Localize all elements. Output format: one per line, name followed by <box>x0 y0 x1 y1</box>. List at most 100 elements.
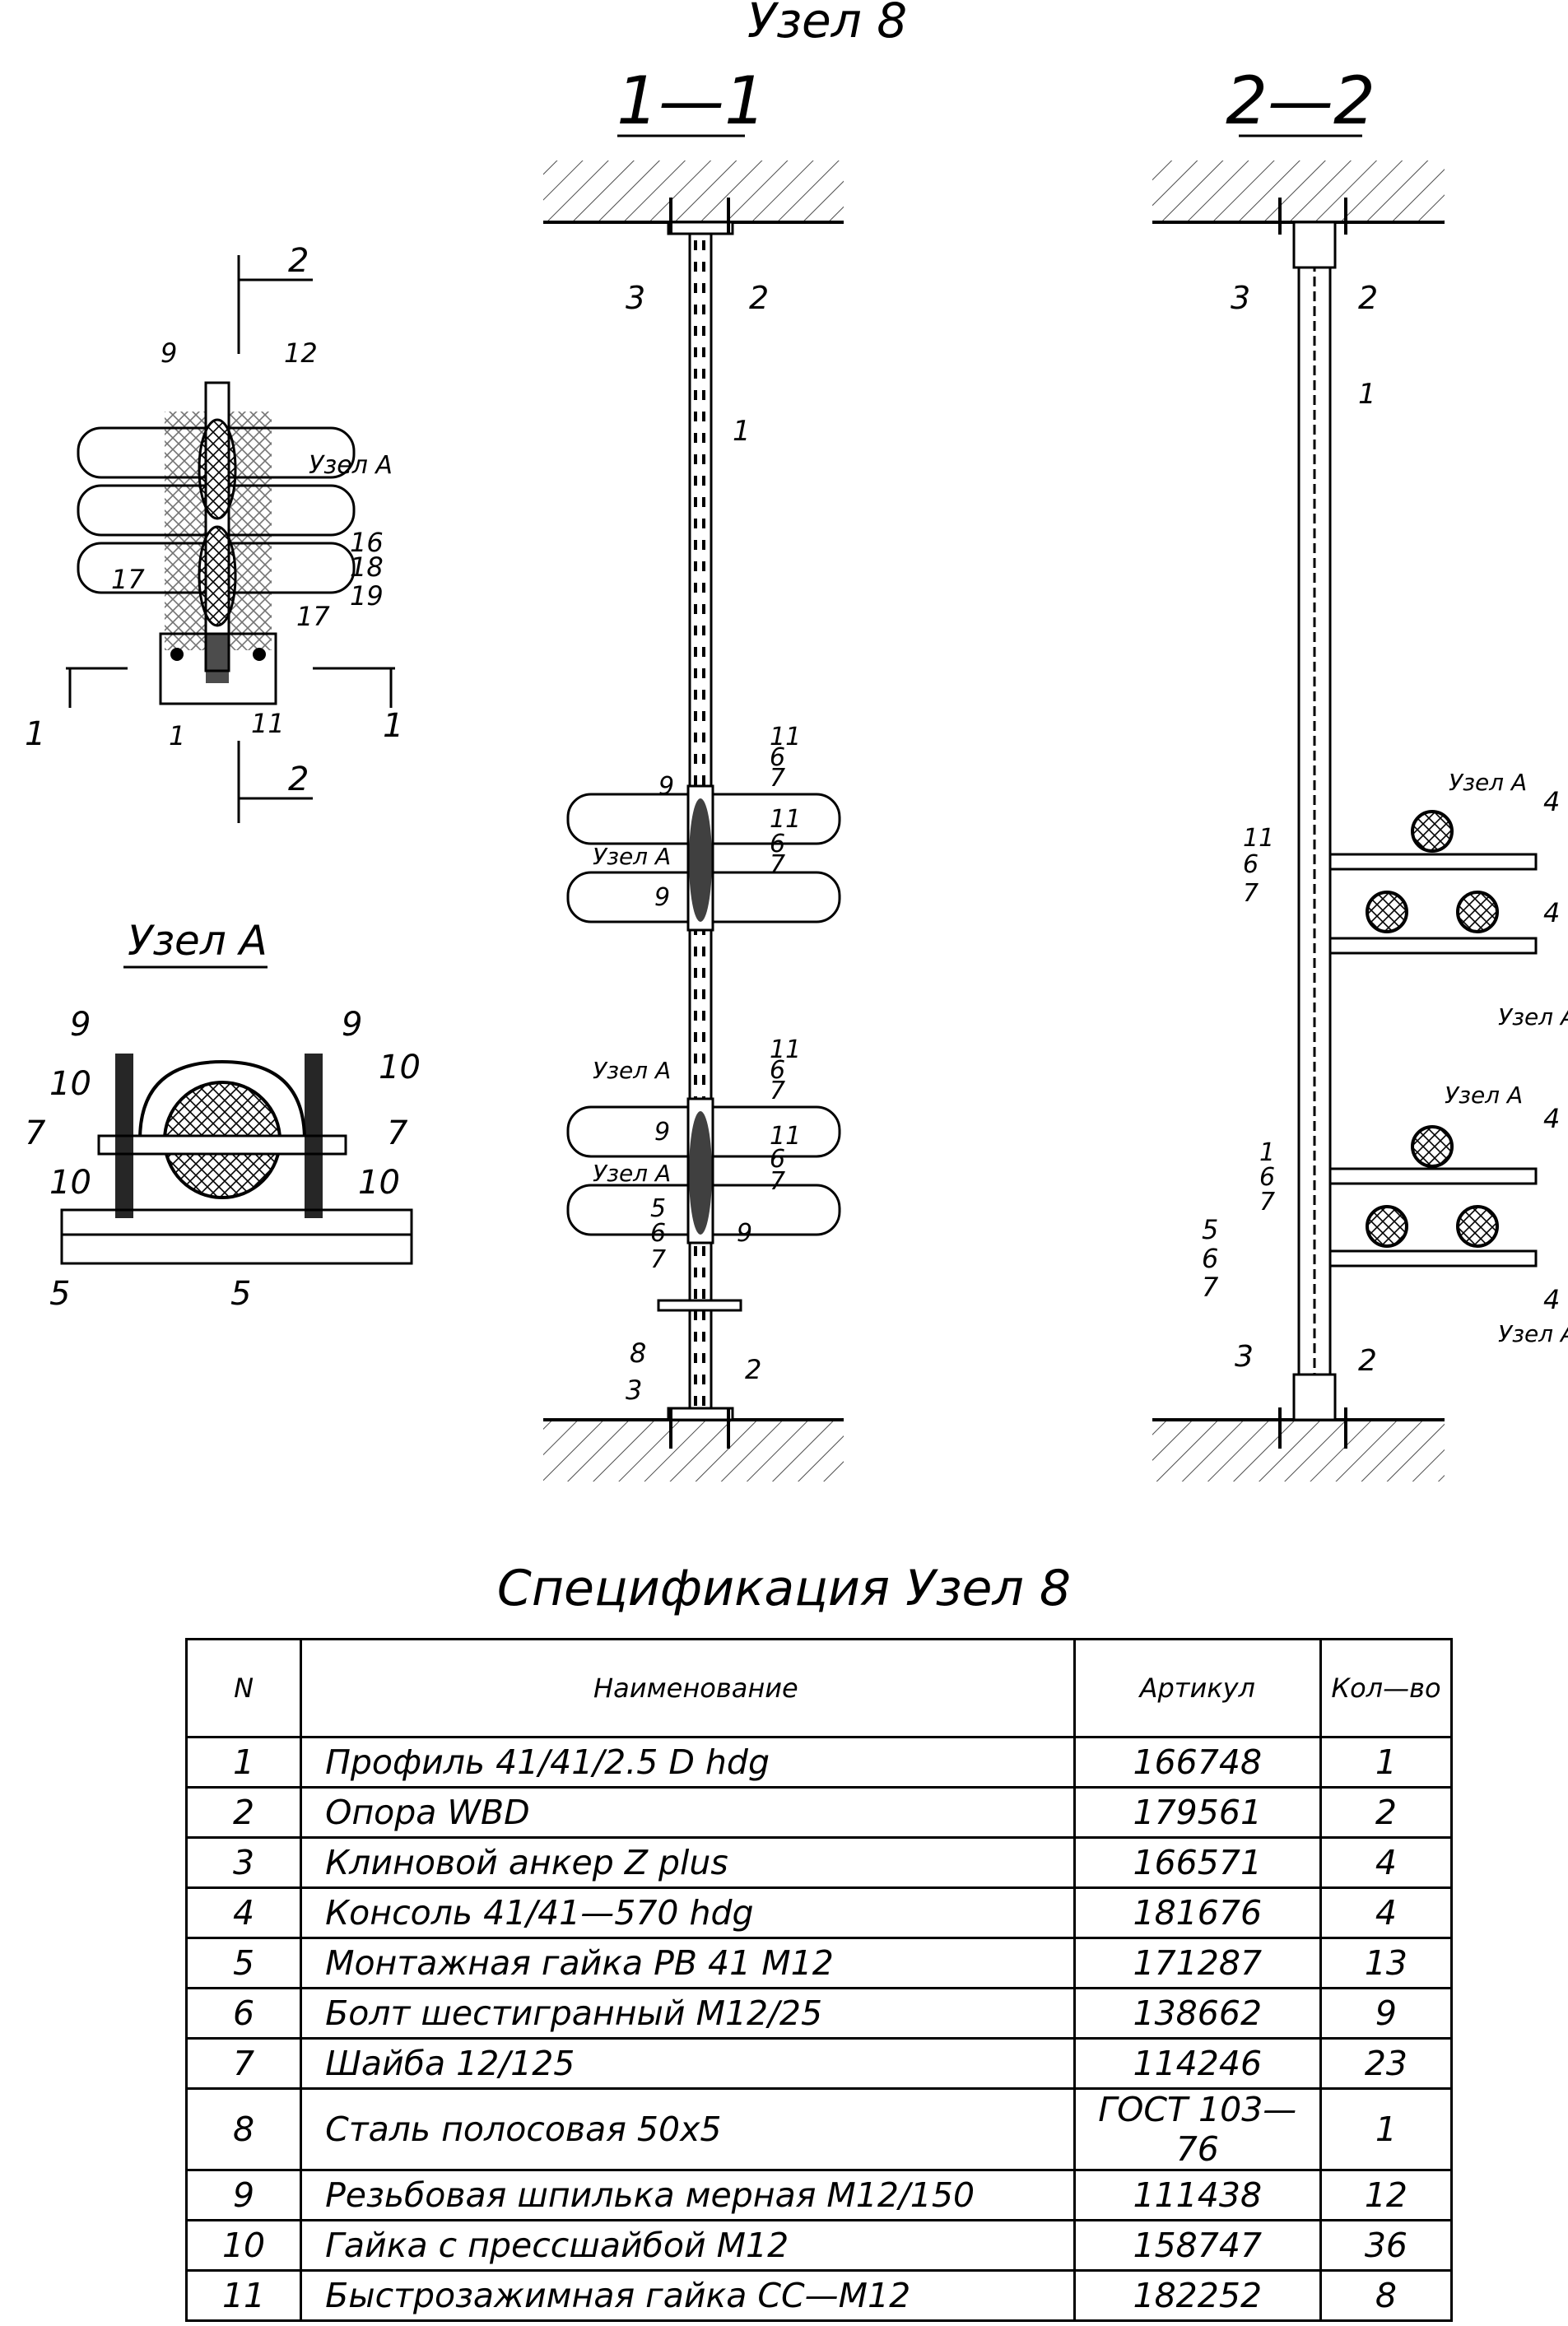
node-a-title: Узел А <box>128 917 268 965</box>
nodea-callout-9-right: 9 <box>342 1006 362 1044</box>
cell-name: Сталь полосовая 50х5 <box>300 2087 1076 2171</box>
sec1-callout-5: 5 <box>650 1194 666 1223</box>
table-row: 8 Сталь полосовая 50х5 ГОСТ 103—76 1 <box>184 2087 1454 2171</box>
cell-n: 2 <box>184 1786 303 1839</box>
plan-callout-node-a: Узел А <box>309 451 393 480</box>
sec1-callout-2-bottom: 2 <box>745 1354 761 1385</box>
sec2-callout-6-c: 6 <box>1202 1243 1218 1274</box>
sec1-callout-3-top: 3 <box>626 280 645 316</box>
section-2-view <box>1152 134 1538 1482</box>
cell-n: 3 <box>184 1836 303 1889</box>
sec1-callout-7-e: 7 <box>650 1245 666 1274</box>
sec1-callout-8: 8 <box>630 1337 646 1369</box>
sec1-callout-11-b: 11 <box>770 805 801 834</box>
nodea-callout-5-right: 5 <box>230 1275 251 1313</box>
nodea-callout-10-d: 10 <box>358 1164 400 1202</box>
sec1-callout-9-c: 9 <box>654 1118 670 1147</box>
sec1-callout-6-c: 6 <box>770 1056 785 1085</box>
table-row: 3 Клиновой анкер Z plus 166571 4 <box>184 1836 1454 1889</box>
cell-article: 166748 <box>1072 1736 1322 1789</box>
plan-callout-1-right: 1 <box>383 707 403 745</box>
cell-name: Опора WBD <box>300 1786 1076 1839</box>
sec2-callout-3-top: 3 <box>1231 280 1250 316</box>
plan-callout-11-base: 11 <box>251 708 285 739</box>
spec-header-row: N Наименование Артикул Кол—во <box>184 1638 1454 1738</box>
sec2-callout-1-b: 1 <box>1259 1138 1275 1167</box>
cell-n: 4 <box>184 1886 303 1939</box>
table-row: 1 Профиль 41/41/2.5 D hdg 166748 1 <box>184 1736 1454 1789</box>
cell-qty: 36 <box>1319 2219 1454 2272</box>
plan-callout-18: 18 <box>350 551 384 583</box>
sec2-callout-6-a: 6 <box>1243 850 1259 879</box>
page-title: Узел 8 <box>747 0 907 49</box>
sec1-callout-7-b: 7 <box>770 850 785 879</box>
sec1-callout-9-b: 9 <box>654 883 670 912</box>
cell-n: 7 <box>184 2037 303 2090</box>
nodea-callout-9-left: 9 <box>70 1006 91 1044</box>
sec1-callout-3-bottom: 3 <box>626 1375 642 1406</box>
cell-article: 111438 <box>1072 2169 1322 2221</box>
cell-article: 181676 <box>1072 1886 1322 1939</box>
table-row: 10 Гайка с прессшайбой M12 158747 36 <box>184 2219 1454 2272</box>
cell-article: 182252 <box>1072 2269 1322 2322</box>
plan-callout-9: 9 <box>161 337 177 369</box>
sec1-callout-11-d: 11 <box>770 1122 801 1151</box>
sec1-callout-1: 1 <box>733 415 751 448</box>
sec2-callout-2-bottom: 2 <box>1358 1344 1377 1378</box>
plan-view <box>66 255 395 823</box>
plan-callout-2-top: 2 <box>288 242 309 280</box>
col-qty-header: Кол—во <box>1319 1638 1454 1738</box>
plan-callout-19: 19 <box>350 580 384 612</box>
table-row: 2 Опора WBD 179561 2 <box>184 1786 1454 1839</box>
plan-callout-17-right: 17 <box>296 601 330 632</box>
cell-name: Шайба 12/125 <box>300 2037 1076 2090</box>
sec2-callout-7-c: 7 <box>1202 1272 1219 1303</box>
plan-callout-2-bottom: 2 <box>288 761 309 798</box>
cell-n: 8 <box>184 2087 303 2171</box>
sec2-callout-7-a: 7 <box>1243 879 1259 908</box>
section-1-title: 1—1 <box>616 63 766 139</box>
sec2-callout-node-a-2: Узел А <box>1498 1003 1568 1030</box>
cell-name: Консоль 41/41—570 hdg <box>300 1886 1076 1939</box>
cell-name: Профиль 41/41/2.5 D hdg <box>300 1736 1076 1789</box>
cell-article: 166571 <box>1072 1836 1322 1889</box>
cell-qty: 2 <box>1319 1786 1454 1839</box>
sec2-callout-4-a: 4 <box>1543 786 1560 817</box>
sec2-callout-3-bottom: 3 <box>1235 1340 1254 1374</box>
cell-qty: 1 <box>1319 1736 1454 1789</box>
cell-name: Быстрозажимная гайка CC—M12 <box>300 2269 1076 2322</box>
table-row: 6 Болт шестигранный M12/25 138662 9 <box>184 1987 1454 2040</box>
assembly-drawing: Узел 8 2 2 1 1 9 12 Узел А 16 18 19 17 1… <box>25 0 1568 1482</box>
table-row: 11 Быстрозажимная гайка CC—M12 182252 8 <box>184 2269 1454 2322</box>
col-n-header: N <box>184 1638 303 1738</box>
nodea-callout-10-b: 10 <box>379 1049 421 1086</box>
sec1-callout-11-a: 11 <box>770 723 801 751</box>
cell-name: Гайка с прессшайбой M12 <box>300 2219 1076 2272</box>
cell-n: 10 <box>184 2219 303 2272</box>
sec2-callout-2-top: 2 <box>1358 280 1378 316</box>
table-row: 5 Монтажная гайка PB 41 M12 171287 13 <box>184 1937 1454 1989</box>
node-a-detail <box>60 965 413 1265</box>
sec2-callout-11: 11 <box>1243 824 1274 853</box>
sec1-callout-node-a-3: Узел А <box>593 1160 671 1187</box>
col-article-header: Артикул <box>1072 1638 1322 1738</box>
cell-qty: 13 <box>1319 1937 1454 1989</box>
cell-qty: 9 <box>1319 1987 1454 2040</box>
spec-table: N Наименование Артикул Кол—во 1 Профиль … <box>184 1638 1454 2322</box>
nodea-callout-5-left: 5 <box>49 1275 70 1313</box>
sec2-callout-node-a-1: Узел А <box>1449 769 1527 796</box>
sec1-callout-6-b: 6 <box>770 830 785 858</box>
sec2-callout-4-b: 4 <box>1543 897 1560 928</box>
cell-article: 158747 <box>1072 2219 1322 2272</box>
plan-callout-12: 12 <box>284 337 318 369</box>
nodea-callout-10-c: 10 <box>49 1164 91 1202</box>
cell-qty: 8 <box>1319 2269 1454 2322</box>
sec1-callout-9-d: 9 <box>737 1219 752 1248</box>
cell-qty: 1 <box>1319 2087 1454 2171</box>
nodea-callout-7-left: 7 <box>25 1114 46 1152</box>
table-row: 7 Шайба 12/125 114246 23 <box>184 2037 1454 2090</box>
sec1-callout-6-d: 6 <box>770 1145 785 1174</box>
plan-callout-17-left: 17 <box>111 564 145 595</box>
cell-n: 6 <box>184 1987 303 2040</box>
plan-callout-16: 16 <box>350 527 384 558</box>
